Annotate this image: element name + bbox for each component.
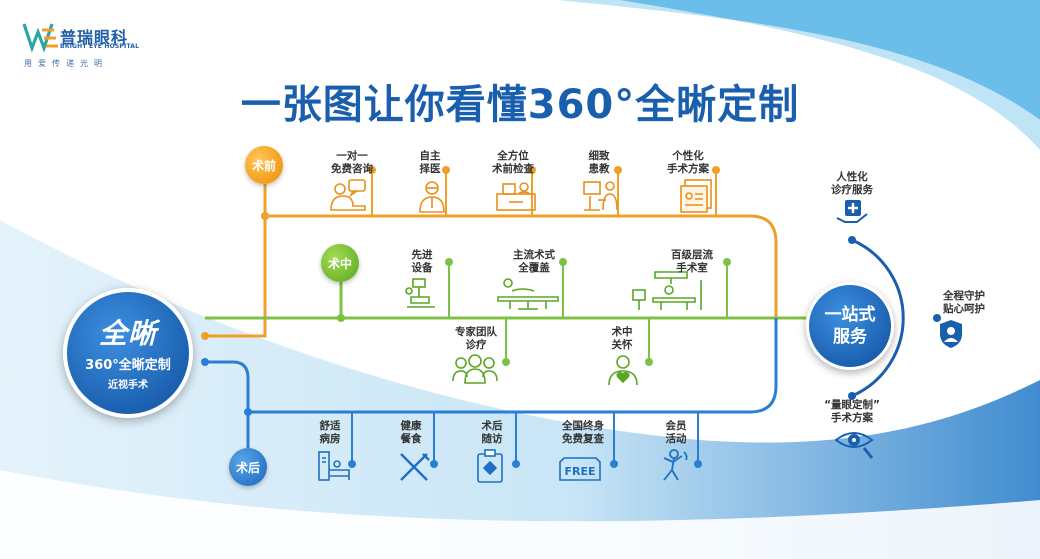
mid-item-expert-team: 专家团队诊疗 [455, 326, 497, 351]
post-item-meal: 健康餐食 [400, 420, 422, 445]
care-service-icon [836, 200, 868, 223]
free-review-icon: FREE [559, 457, 601, 481]
examination-icon [496, 182, 536, 211]
equipment-icon [405, 278, 435, 308]
post-nodes [201, 358, 702, 468]
post-item-free-review: 全国终身免费复查 [562, 420, 604, 445]
post-item-member-activity: 会员活动 [665, 420, 687, 445]
pre-item-consultation: 一对一免费咨询 [331, 150, 373, 175]
meal-icon [400, 453, 430, 481]
pre-nodes [201, 166, 720, 340]
plan-icon [680, 179, 712, 213]
hub-item-custom-plan: “量眼定制”手术方案 [824, 399, 880, 424]
ward-icon [318, 451, 350, 481]
post-item-follow-up: 术后随访 [481, 420, 503, 445]
bg-wave-bottom-white [0, 470, 1040, 559]
mid-item-techniques: 主流术式全覆盖 [513, 249, 555, 274]
one-stop-service-hub: 一站式 服务 [806, 282, 894, 370]
mid-item-equipment: 先进设备 [411, 249, 433, 274]
phase-intra-op: 术中 [321, 244, 359, 282]
eye-scan-icon [834, 432, 874, 459]
logo-english-name: BRIGHT EYE HOSPITAL [60, 43, 140, 50]
pre-item-education: 细致患教 [588, 150, 610, 175]
shield-user-icon [940, 320, 962, 348]
post-trunk [248, 318, 778, 414]
follow-up-icon [477, 449, 503, 483]
page-title: 一张图让你看懂360°全晰定制 [240, 82, 800, 128]
logo-icon [22, 23, 58, 53]
member-activity-icon [663, 449, 688, 481]
mid-nodes [337, 258, 731, 366]
pre-item-examination: 全方位术前检查 [492, 150, 534, 175]
operating-room-icon [632, 271, 702, 310]
doctor-icon [419, 181, 445, 213]
post-route [205, 360, 250, 448]
surgery-bed-icon [497, 278, 559, 310]
hub-arc [851, 238, 905, 398]
education-icon [583, 181, 618, 211]
hub-item-care-service: 人性化诊疗服务 [831, 171, 873, 196]
pre-item-plan: 个性化手术方案 [667, 150, 709, 175]
bg-wave-top [560, 0, 1040, 120]
main-badge: 全晰 360°全晰定制 近视手术 [63, 288, 193, 418]
pre-route [205, 214, 806, 338]
hub-nodes [848, 236, 941, 400]
hub-item-guardian: 全程守护贴心呵护 [943, 290, 985, 315]
expert-team-icon [452, 354, 498, 384]
phase-post-op: 术后 [229, 448, 267, 486]
main-badge-caption: 近视手术 [108, 380, 148, 391]
logo-slogan: 用爱传递光明 [24, 59, 108, 68]
svg-text:FREE: FREE [564, 465, 595, 478]
logo-name: 普瑞眼科 [60, 28, 129, 47]
main-badge-subtitle: 360°全晰定制 [85, 358, 171, 373]
care-icon [608, 355, 638, 386]
post-item-ward: 舒适病房 [319, 420, 341, 445]
mid-item-operating-room: 百级层流手术室 [671, 249, 713, 274]
phase-pre-op: 术前 [245, 146, 283, 184]
pre-item-choose-doctor: 自主择医 [419, 150, 441, 175]
consultation-icon [330, 179, 366, 211]
main-badge-title: 全晰 [98, 317, 157, 350]
mid-item-care: 术中关怀 [611, 326, 633, 351]
bg-wave-top-light [560, 0, 1040, 150]
